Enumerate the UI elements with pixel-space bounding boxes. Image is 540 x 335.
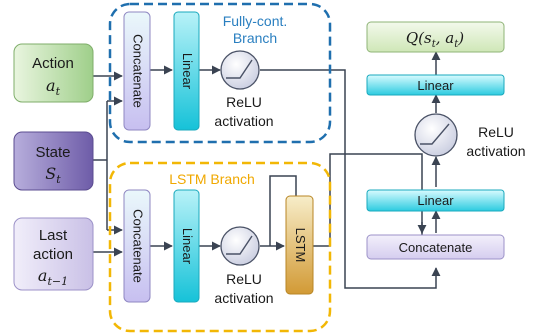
fc-concatenate-label: Concatenate	[131, 34, 146, 108]
last-action-input: Last action at−1	[13, 217, 94, 291]
action-symbol: at	[46, 76, 61, 98]
fc-relu-label-line2: activation	[214, 113, 273, 129]
head-relu-node: ReLU activation	[414, 113, 526, 159]
last-action-label-line2: action	[33, 246, 73, 263]
head-concatenate-label: Concatenate	[399, 240, 473, 255]
last-action-symbol: at−1	[38, 266, 68, 288]
relu-icon	[420, 123, 450, 145]
fc-branch-title-line1: Fully-cont.	[223, 13, 288, 29]
head-relu-label-line1: ReLU	[478, 124, 514, 140]
action-input: Action at	[13, 43, 94, 103]
fc-relu-node: ReLU activation	[214, 50, 274, 129]
head-linear-top: Linear	[366, 74, 505, 96]
lstm-label: LSTM	[293, 228, 308, 263]
connectors	[93, 51, 441, 289]
lstm-linear-label: Linear	[180, 228, 195, 265]
state-label: State	[35, 144, 70, 161]
fc-linear-block: Linear	[173, 11, 200, 131]
relu-icon	[226, 59, 253, 79]
lstm-relu-node: ReLU activation	[214, 226, 274, 306]
fc-linear-label: Linear	[180, 53, 195, 90]
lstm-relu-label-line2: activation	[214, 290, 273, 306]
output-q-label: Q(st, at)	[406, 29, 464, 50]
last-action-label-line1: Last	[39, 227, 68, 244]
fully-connected-branch-outline	[108, 2, 332, 144]
fc-relu-label-line1: ReLU	[226, 94, 262, 110]
head-linear-top-label: Linear	[417, 78, 454, 93]
lstm-concatenate-block: Concatenate	[123, 189, 151, 303]
lstm-concatenate-label: Concatenate	[131, 209, 146, 283]
lstm-linear-block: Linear	[173, 189, 200, 303]
lstm-block: LSTM	[285, 195, 314, 295]
fc-concatenate-block: Concatenate	[123, 11, 151, 131]
output-q-box: Q(st, at)	[366, 21, 505, 53]
state-symbol: St	[45, 164, 61, 186]
relu-icon	[226, 235, 253, 255]
lstm-branch-title: LSTM Branch	[169, 171, 255, 187]
head-linear-bottom: Linear	[366, 189, 505, 212]
lstm-relu-label-line1: ReLU	[226, 271, 262, 287]
fc-branch-title-line2: Branch	[233, 30, 277, 46]
head-relu-label-line2: activation	[466, 143, 525, 159]
head-linear-bottom-label: Linear	[417, 193, 454, 208]
head-concatenate: Concatenate	[366, 234, 505, 260]
state-input: State St	[13, 131, 94, 191]
lstm-branch-outline	[108, 161, 332, 333]
action-label: Action	[32, 55, 74, 72]
